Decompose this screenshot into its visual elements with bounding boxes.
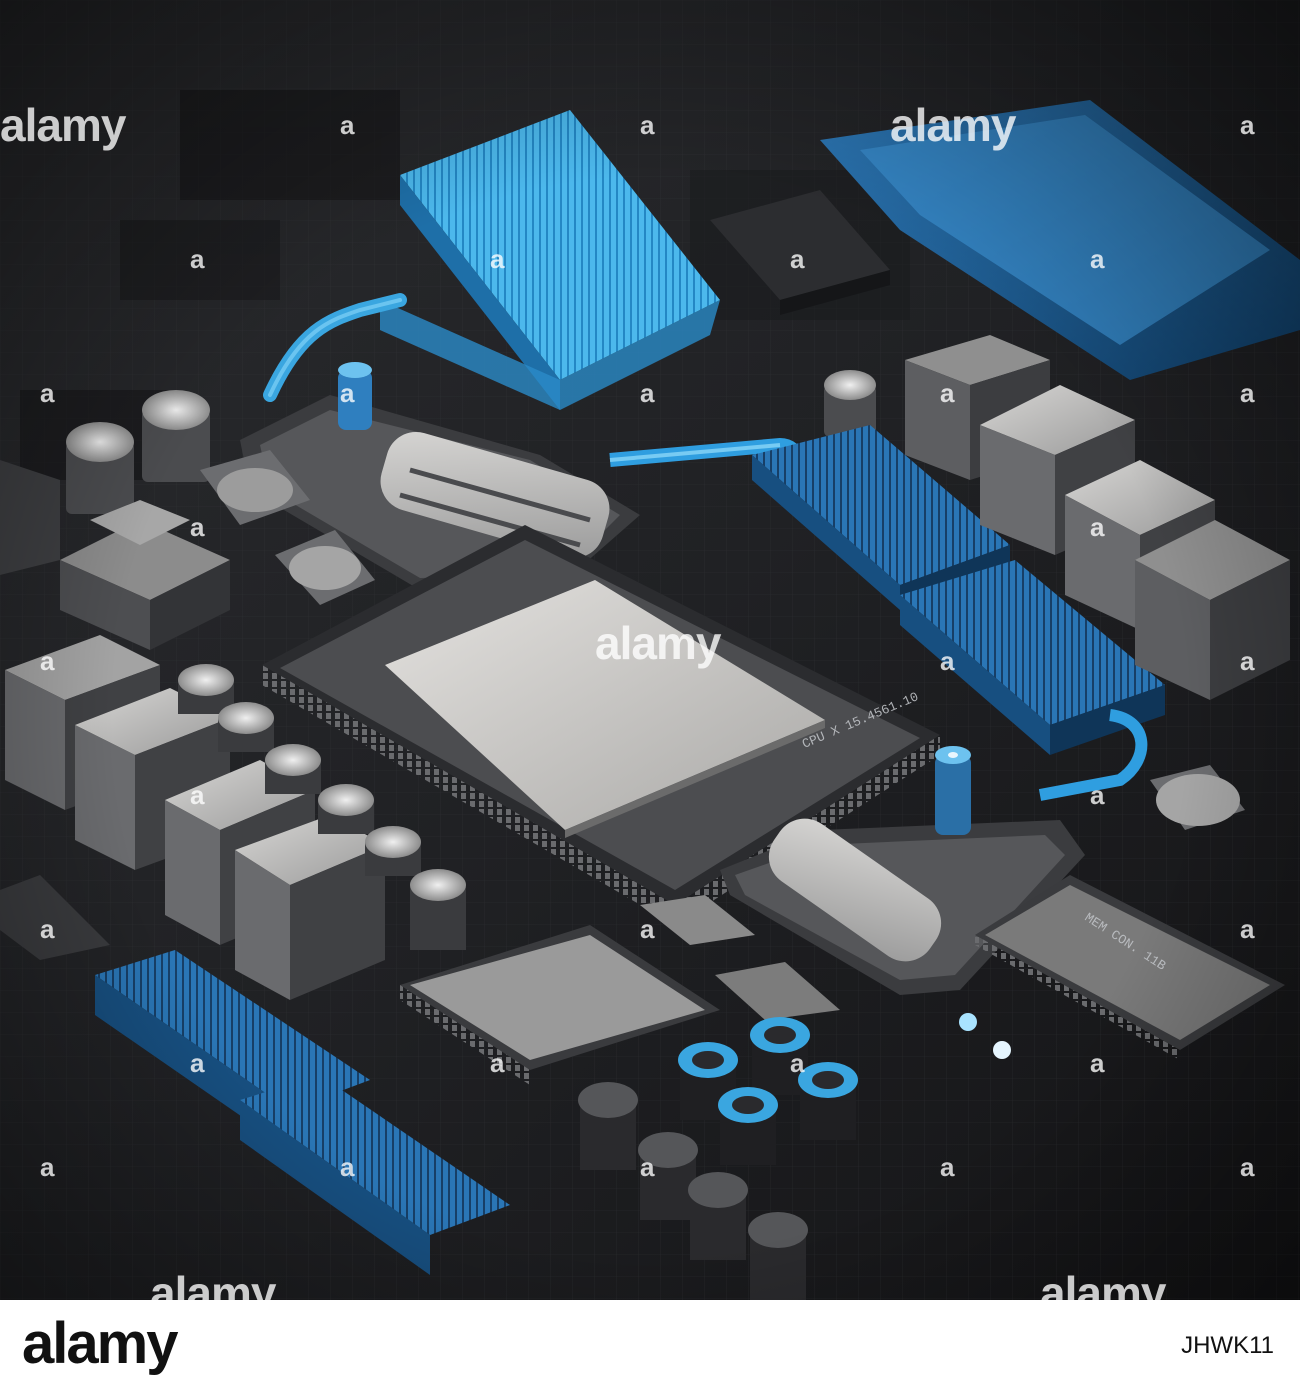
image-id: JHWK11	[1181, 1332, 1274, 1359]
circuit-board-scene	[0, 0, 1300, 1300]
stock-photo: CPU X 15.4561.10 MEM CON. 11B alamy a al…	[0, 0, 1300, 1300]
footer-bar: alamy JHWK11	[0, 1300, 1300, 1390]
alamy-logo[interactable]: alamy	[22, 1311, 178, 1376]
